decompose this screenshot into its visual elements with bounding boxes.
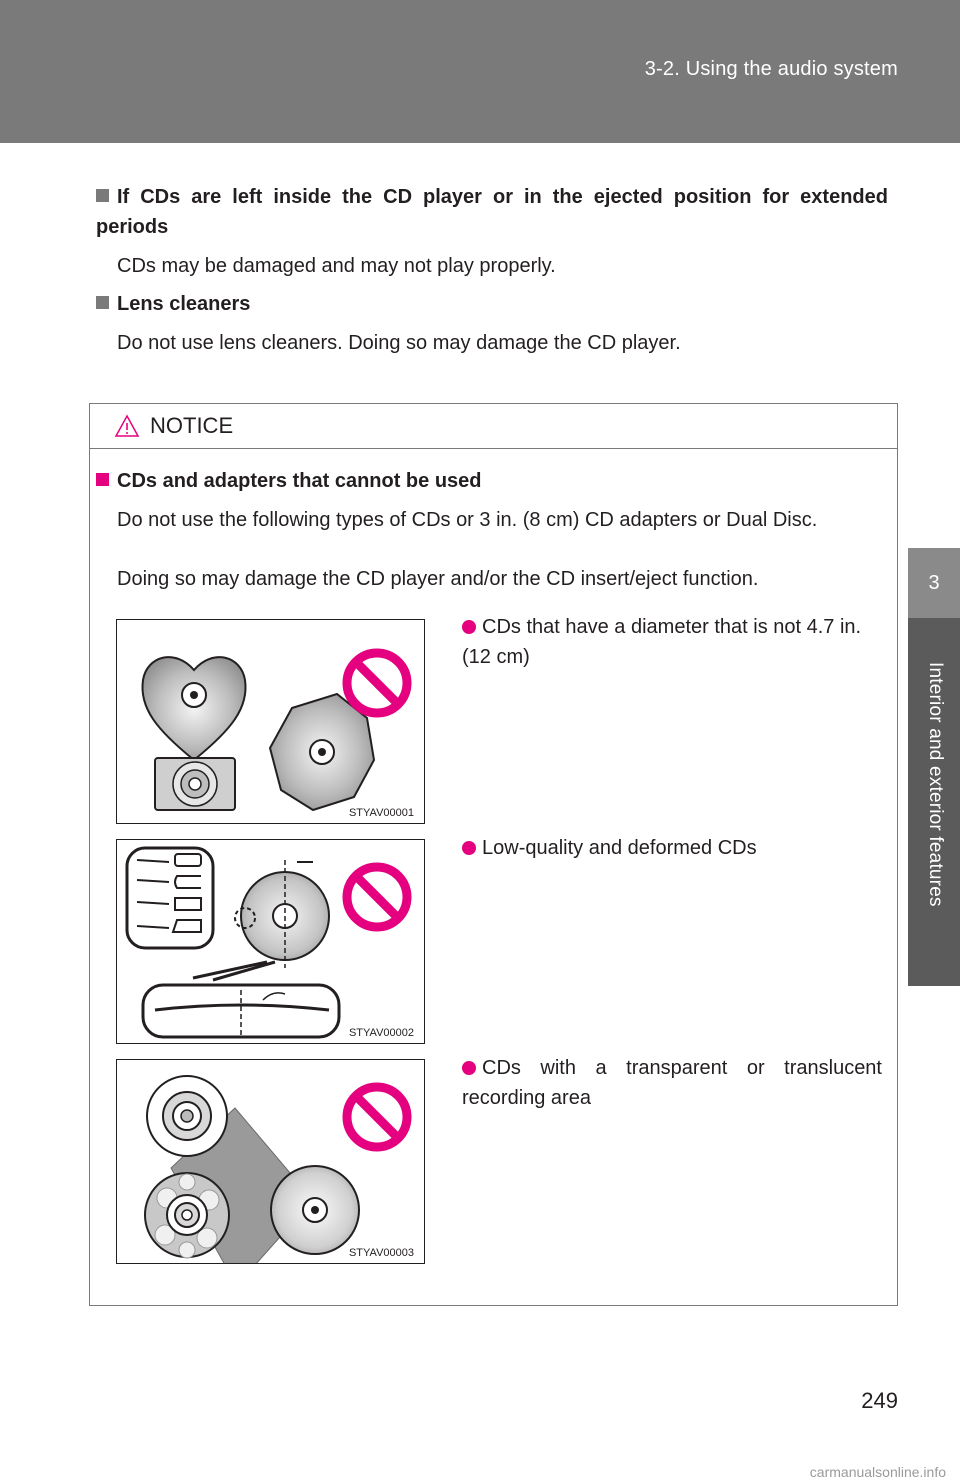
notice-item-diameter: CDs that have a diameter that is not 4.7…	[462, 616, 862, 668]
notice-paragraph-1: Do not use the following types of CDs or…	[117, 509, 818, 531]
round-bullet-icon	[462, 620, 476, 634]
section-heading-lens-cleaners: Lens cleaners	[96, 289, 250, 319]
figure-code: STYAV00003	[348, 1247, 414, 1259]
watermark: carmanualsonline.info	[809, 1464, 946, 1480]
page-header: 3-2. Using the audio system	[0, 0, 960, 143]
notice-header: NOTICE	[90, 404, 897, 449]
chapter-side-tab	[908, 548, 960, 986]
notice-title: NOTICE	[150, 413, 234, 438]
transparent-cds-illustration	[144, 1075, 412, 1263]
round-bullet-icon	[462, 1061, 476, 1075]
figure-code: STYAV00002	[348, 1027, 414, 1039]
notice-item-transparent: CDs with a transparent or translucent re…	[462, 1057, 882, 1109]
figure-transparent-cds: STYAV00003	[116, 1059, 425, 1264]
notice-box: NOTICE	[89, 403, 898, 1306]
odd-shaped-cds-illustration	[141, 648, 412, 812]
square-bullet-icon	[96, 473, 109, 486]
warning-triangle-icon	[114, 414, 140, 437]
section-body-cds-damaged: CDs may be damaged and may not play prop…	[117, 255, 556, 277]
figure-odd-shaped-cds: STYAV00001	[116, 619, 425, 824]
chapter-number: 3	[908, 548, 960, 618]
chapter-tab-label: Interior and exterior features	[925, 662, 946, 907]
notice-paragraph-2: Doing so may damage the CD player and/or…	[117, 568, 759, 590]
square-bullet-icon	[96, 189, 109, 202]
round-bullet-icon	[462, 841, 476, 855]
section-body-lens-cleaners: Do not use lens cleaners. Doing so may d…	[117, 332, 681, 354]
chapter-title: 3-2. Using the audio system	[644, 58, 898, 80]
square-bullet-icon	[96, 296, 109, 309]
figure-deformed-cds: STYAV00002	[116, 839, 425, 1044]
notice-subheading: CDs and adapters that cannot be used	[96, 466, 482, 496]
figure-code: STYAV00001	[348, 807, 414, 819]
deformed-cds-illustration	[125, 846, 412, 1039]
page-number: 249	[861, 1388, 898, 1413]
notice-item-deformed: Low-quality and deformed CDs	[462, 833, 882, 863]
section-heading-cds-left-inside: If CDs are left inside the CD player or …	[96, 186, 888, 238]
